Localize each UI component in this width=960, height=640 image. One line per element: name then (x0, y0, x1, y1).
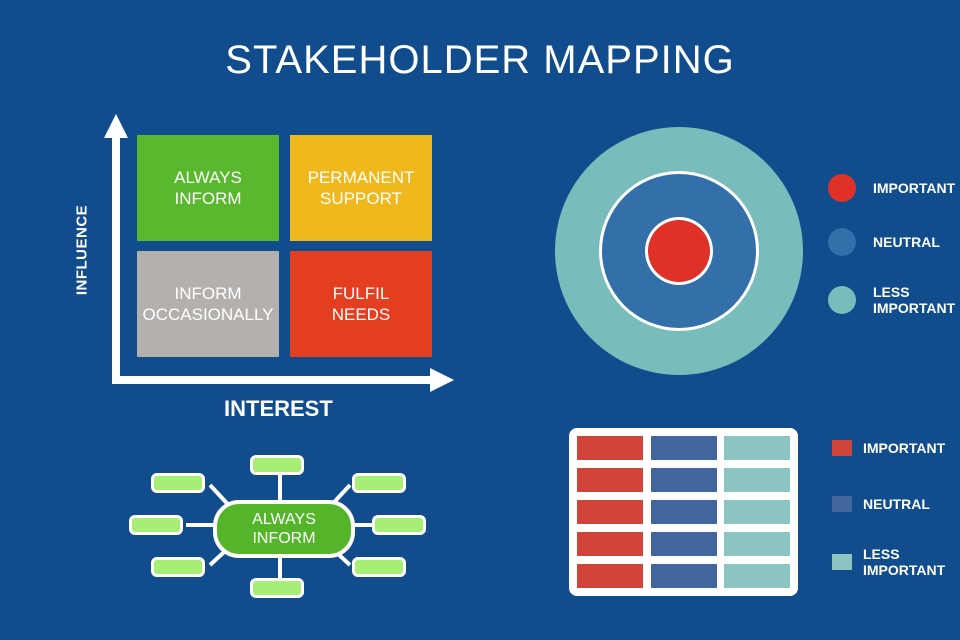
table-icon-cell (651, 564, 717, 588)
teal-dot-icon (828, 286, 856, 315)
y-axis-label: INFLUENCE (73, 204, 91, 296)
table-legend-less-important: LESS IMPORTANT (832, 546, 945, 578)
blue-square-icon (832, 496, 852, 513)
quadrant-always-inform: ALWAYS INFORM (137, 135, 279, 241)
legend-label: LESS IMPORTANT (863, 546, 946, 579)
mindmap-node (151, 557, 205, 577)
quadrant-permanent-support: PERMANENT SUPPORT (290, 135, 432, 241)
quadrant-label: ALWAYS INFORM (174, 167, 242, 208)
table-icon-cell (577, 436, 643, 460)
red-square-icon (832, 440, 852, 457)
table-icon-cell (577, 468, 643, 492)
page-title: STAKEHOLDER MAPPING (225, 38, 735, 82)
mindmap-node (250, 578, 304, 598)
mindmap-node (372, 515, 426, 535)
quadrant-fulfil-needs: FULFIL NEEDS (290, 251, 432, 357)
legend-label: IMPORTANT (863, 440, 946, 456)
table-icon-cell (724, 436, 790, 460)
target-circles (555, 127, 803, 375)
legend-label: NEUTRAL (873, 233, 940, 250)
table-icon-cell (724, 532, 790, 556)
table-icon-cell (651, 436, 717, 460)
table-icon-cell (651, 532, 717, 556)
matrix-axes (104, 114, 454, 392)
quadrant-label: INFORM OCCASIONALLY (142, 283, 274, 324)
center-node-label: ALWAYS INFORM (252, 510, 316, 547)
y-axis-line (112, 134, 120, 384)
legend-label: LESS IMPORTANT (873, 284, 956, 317)
table-icon-cell (724, 500, 790, 524)
mindmap-node (352, 473, 406, 493)
mindmap-node (352, 557, 406, 577)
mindmap-center-node: ALWAYS INFORM (213, 500, 355, 558)
table-icon-cell (651, 468, 717, 492)
quadrant-inform-occasionally: INFORM OCCASIONALLY (137, 251, 279, 357)
table-icon-cell (577, 564, 643, 588)
x-axis-label: INTEREST (224, 396, 333, 421)
table-icon-cell (724, 468, 790, 492)
mindmap-node (250, 455, 304, 475)
mindmap-node (129, 515, 183, 535)
table-icon-cell (577, 500, 643, 524)
x-axis-arrowhead (430, 368, 454, 392)
mindmap-node (151, 473, 205, 493)
table-legend-important: IMPORTANT (832, 440, 946, 457)
y-axis-arrowhead (104, 114, 128, 138)
teal-square-icon (832, 554, 852, 571)
table-icon-cell (651, 500, 717, 524)
quadrant-label: FULFIL NEEDS (331, 283, 391, 324)
table-icon-cell (724, 564, 790, 588)
inner-circle (648, 220, 710, 282)
red-dot-icon (828, 174, 856, 202)
blue-dot-icon (828, 228, 856, 256)
legend-label: IMPORTANT (873, 179, 956, 196)
legend-label: NEUTRAL (863, 496, 930, 512)
x-axis-line (112, 376, 438, 384)
target-legend-neutral: NEUTRAL (828, 228, 940, 256)
target-legend-less-important: LESS IMPORTANT (828, 284, 955, 316)
quadrant-label: PERMANENT SUPPORT (307, 167, 415, 208)
target-legend-important: IMPORTANT (828, 174, 955, 202)
table-legend-neutral: NEUTRAL (832, 496, 930, 513)
table-icon-cell (577, 532, 643, 556)
